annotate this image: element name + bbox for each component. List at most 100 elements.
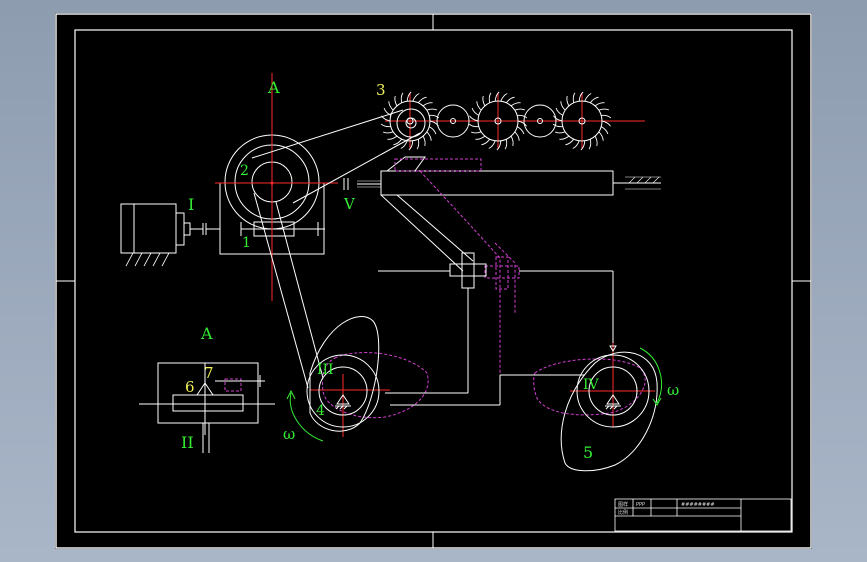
pulley-2-center xyxy=(270,181,274,185)
bristle xyxy=(565,138,575,146)
bristle xyxy=(388,101,394,111)
bristle xyxy=(394,95,398,107)
bristle xyxy=(400,140,408,149)
label-part-7: 7 xyxy=(204,364,214,382)
drawing-sheet: A A 1 2 3 4 5 6 7 I II III IV V ω ω 图样 比… xyxy=(55,13,812,549)
bristle xyxy=(469,115,479,122)
bristle xyxy=(514,108,525,111)
bristle xyxy=(400,92,404,103)
bristle xyxy=(422,135,426,147)
bristle xyxy=(578,91,584,102)
bristle xyxy=(500,93,508,102)
bristle xyxy=(601,114,612,119)
bristle xyxy=(417,96,427,104)
bristle xyxy=(488,140,496,149)
label-shaft-III: III xyxy=(317,362,334,378)
outer-frame xyxy=(55,13,812,549)
bristle xyxy=(422,102,433,107)
label-section-a-top: A xyxy=(267,78,280,97)
label-part-6: 6 xyxy=(185,378,195,396)
bristle xyxy=(429,120,439,127)
bristle xyxy=(559,135,570,140)
label-shaft-IV: IV xyxy=(583,377,600,393)
bristle xyxy=(383,107,392,116)
bristle xyxy=(510,135,514,147)
label-part-3: 3 xyxy=(376,81,386,99)
bristle xyxy=(476,101,482,111)
bristle xyxy=(555,131,566,134)
bristle xyxy=(471,107,480,116)
frame-tick-marks xyxy=(56,14,811,548)
bristle xyxy=(572,92,576,103)
bristle xyxy=(475,135,486,140)
belts xyxy=(251,109,421,389)
bristle xyxy=(580,140,586,151)
cam-4 xyxy=(306,316,380,432)
bristle xyxy=(552,123,563,128)
label-shaft-I: I xyxy=(188,195,194,214)
bristle xyxy=(505,96,515,104)
bristle xyxy=(517,114,528,119)
inner-frame xyxy=(74,29,793,533)
bristle xyxy=(584,93,592,102)
bristle xyxy=(600,126,609,135)
label-omega-left: ω xyxy=(283,425,295,443)
bristle xyxy=(598,108,609,111)
bristle xyxy=(387,135,398,140)
title-block-cell-2: 比例 xyxy=(618,509,628,516)
bristle xyxy=(589,96,599,104)
bristle xyxy=(406,91,412,102)
bristle xyxy=(496,140,502,151)
bristle xyxy=(426,131,432,141)
title-block-cell-4: ######## xyxy=(681,502,715,508)
bristle xyxy=(594,102,605,107)
label-part-4: 4 xyxy=(316,403,325,419)
bristle xyxy=(516,126,525,135)
bristle xyxy=(412,93,420,102)
label-section-a-bottom: A xyxy=(200,324,213,343)
mechanism-drawing: A A 1 2 3 4 5 6 7 I II III IV V ω ω 图样 比… xyxy=(55,13,812,549)
bristle xyxy=(494,91,500,102)
bristle xyxy=(560,101,566,111)
label-part-1: 1 xyxy=(242,235,251,251)
linkage xyxy=(378,252,617,406)
brush-bristles xyxy=(380,91,612,151)
bristle xyxy=(383,131,394,134)
bristle xyxy=(588,139,592,150)
bristle xyxy=(416,139,420,150)
bristle xyxy=(555,107,564,116)
label-part-2: 2 xyxy=(240,163,249,179)
bristle xyxy=(471,131,482,134)
motor xyxy=(120,203,220,267)
bristle xyxy=(393,138,403,146)
hidden-lines xyxy=(224,158,646,419)
bristle xyxy=(481,138,491,146)
bristle xyxy=(572,140,580,149)
bristle xyxy=(517,120,527,127)
title-block-cell-1: 图样 xyxy=(618,501,628,508)
bristle xyxy=(482,95,486,107)
title-block-cell-3: PPP xyxy=(636,502,645,508)
label-shaft-V: V xyxy=(343,195,356,213)
bristle xyxy=(504,139,508,150)
bristle xyxy=(380,123,391,128)
bristle xyxy=(488,92,492,103)
bristle xyxy=(426,108,437,111)
rotation-arrows xyxy=(286,347,662,442)
bristle xyxy=(429,114,440,119)
bristle xyxy=(408,140,414,151)
crank-arm xyxy=(343,108,661,272)
bristle xyxy=(381,115,391,122)
bristle xyxy=(468,123,479,128)
bristle xyxy=(514,131,520,141)
label-shaft-II: II xyxy=(181,433,194,452)
bristle xyxy=(594,135,598,147)
label-part-5: 5 xyxy=(583,443,593,462)
title-block xyxy=(614,498,792,532)
bristle xyxy=(553,115,563,122)
bristle xyxy=(601,120,611,127)
cam-5 xyxy=(560,351,658,472)
bristle xyxy=(598,131,604,141)
bristle xyxy=(510,102,521,107)
section-a-detail xyxy=(139,362,275,453)
